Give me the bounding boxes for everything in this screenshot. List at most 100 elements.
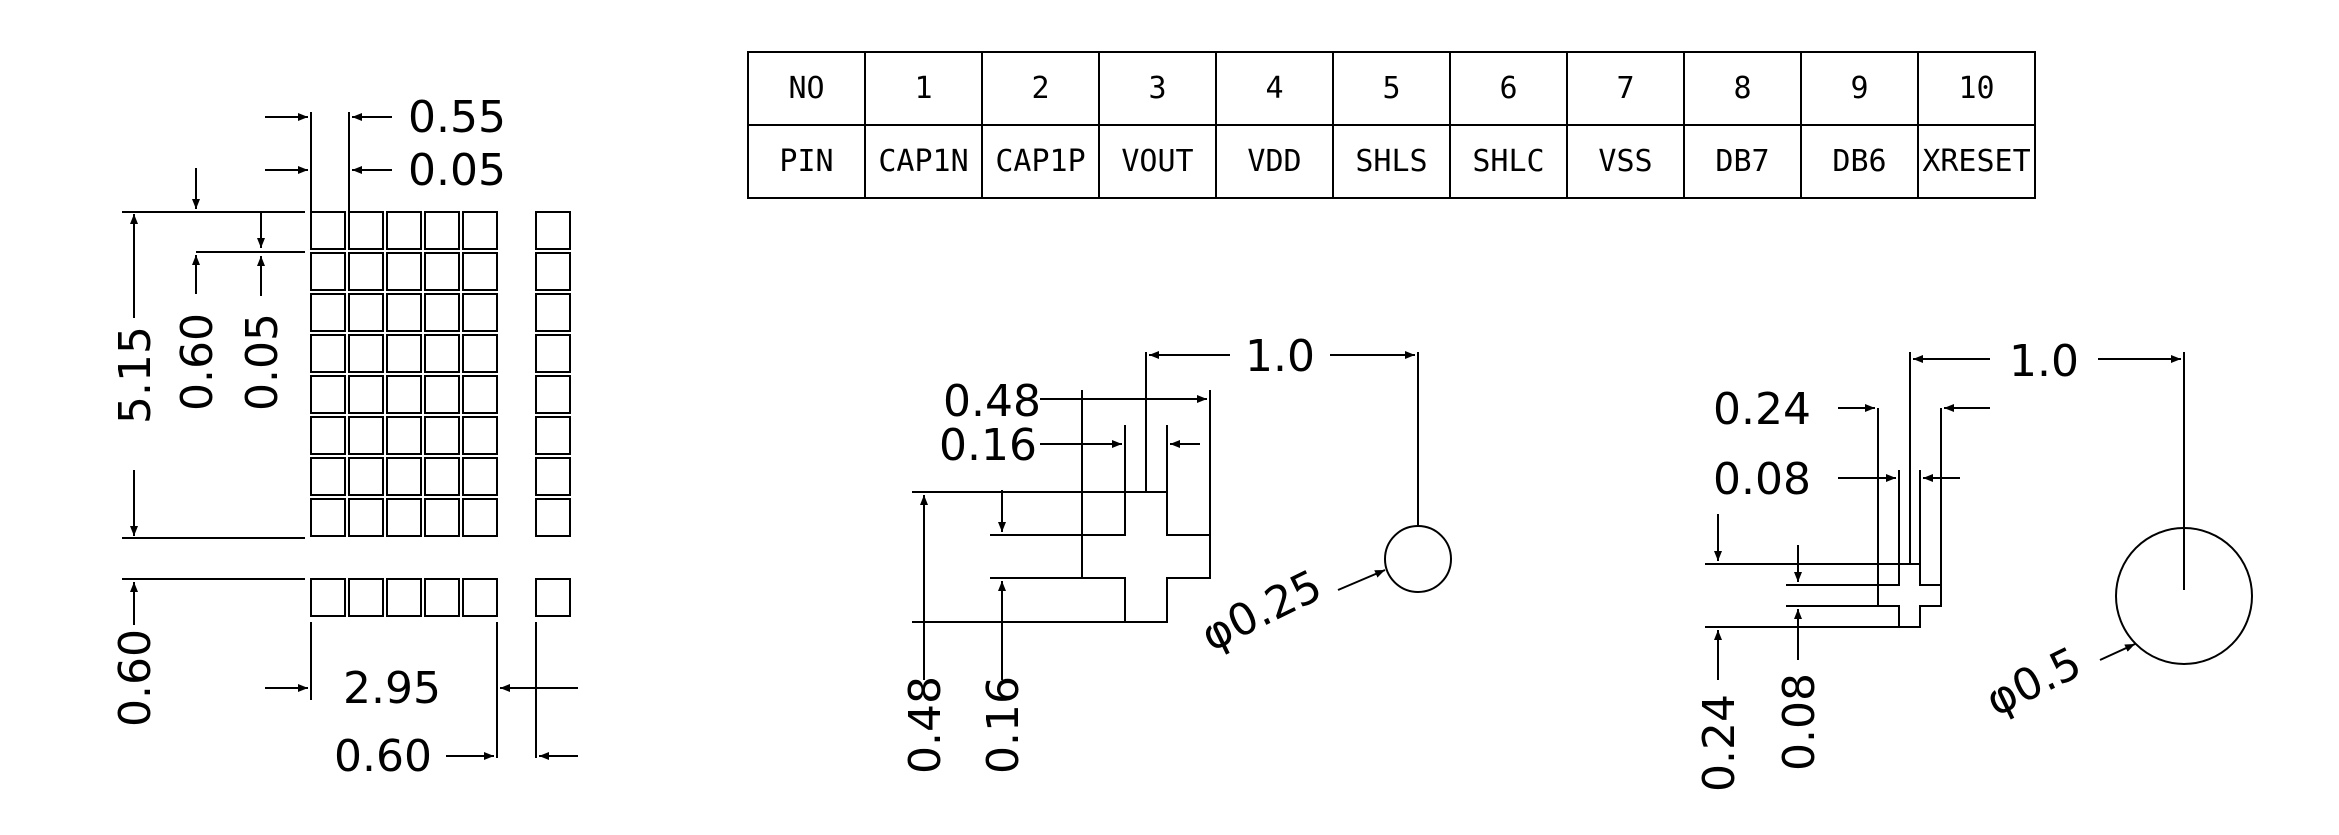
matrix-dot bbox=[462, 457, 498, 496]
dim-width: 0.24 bbox=[1713, 384, 1811, 435]
matrix-dot bbox=[310, 211, 346, 250]
dim-circle-diameter: φ0.5 bbox=[1978, 637, 2089, 726]
dim-distance: 1.0 bbox=[1245, 331, 1315, 382]
dim-cursor-offset: 0.60 bbox=[334, 731, 432, 782]
matrix-dot bbox=[424, 211, 460, 250]
matrix-dot bbox=[462, 375, 498, 414]
alignment-circle bbox=[1384, 525, 1452, 593]
cursor-dot bbox=[348, 578, 384, 617]
dot-matrix-labels: 0.55 0.05 5.15 0.60 0.05 0.60 2.95 0.60 bbox=[110, 92, 506, 782]
pin-name-cell: SHLS bbox=[1332, 124, 1451, 199]
pin-number-cell: 7 bbox=[1566, 51, 1685, 126]
dim-arm-height: 0.08 bbox=[1774, 673, 1825, 771]
cross-mark-2-figure bbox=[1705, 352, 2253, 680]
matrix-dot bbox=[386, 334, 422, 373]
column-dot bbox=[535, 252, 571, 291]
pin-name-cell: VOUT bbox=[1098, 124, 1217, 199]
matrix-dot bbox=[310, 252, 346, 291]
header-cell-no: NO bbox=[747, 51, 866, 126]
pin-name-cell: XRESET bbox=[1917, 124, 2036, 199]
dim-circle-diameter: φ0.25 bbox=[1193, 560, 1330, 662]
matrix-dot bbox=[310, 457, 346, 496]
pin-name-cell: CAP1P bbox=[981, 124, 1100, 199]
pin-number-cell: 6 bbox=[1449, 51, 1568, 126]
matrix-dot bbox=[424, 252, 460, 291]
matrix-dot bbox=[424, 457, 460, 496]
matrix-dot bbox=[386, 375, 422, 414]
dim-arm-width: 0.16 bbox=[939, 420, 1037, 471]
matrix-dot bbox=[424, 416, 460, 455]
pin-name-cell: VDD bbox=[1215, 124, 1334, 199]
pin-number-cell: 2 bbox=[981, 51, 1100, 126]
matrix-dot bbox=[424, 293, 460, 332]
pin-number-cell: 10 bbox=[1917, 51, 2036, 126]
matrix-dot bbox=[310, 416, 346, 455]
matrix-dot bbox=[348, 416, 384, 455]
cross-mark-shape bbox=[1081, 491, 1211, 623]
matrix-dot bbox=[424, 334, 460, 373]
column-dot bbox=[535, 293, 571, 332]
pin-name-cell: DB7 bbox=[1683, 124, 1802, 199]
matrix-dot bbox=[310, 498, 346, 537]
matrix-dot bbox=[462, 416, 498, 455]
dim-gap-width: 0.05 bbox=[408, 145, 506, 196]
matrix-dot bbox=[462, 293, 498, 332]
matrix-dot bbox=[310, 293, 346, 332]
pin-assignment-table: NO 1 2 3 4 5 6 7 8 9 10 PIN CAP1N CAP1P … bbox=[747, 51, 2036, 199]
pin-number-cell: 3 bbox=[1098, 51, 1217, 126]
dim-height: 0.24 bbox=[1694, 694, 1745, 792]
matrix-dot bbox=[386, 211, 422, 250]
pin-name-row: PIN CAP1N CAP1P VOUT VDD SHLS SHLC VSS D… bbox=[747, 124, 2036, 199]
matrix-dot bbox=[386, 416, 422, 455]
dot-matrix-figure bbox=[122, 112, 578, 760]
pin-number-row: NO 1 2 3 4 5 6 7 8 9 10 bbox=[747, 51, 2036, 126]
column-dot bbox=[535, 211, 571, 250]
pin-name-cell: SHLC bbox=[1449, 124, 1568, 199]
dot-grid bbox=[310, 211, 571, 617]
column-dot bbox=[535, 457, 571, 496]
matrix-dot bbox=[386, 293, 422, 332]
dim-distance: 1.0 bbox=[2009, 336, 2079, 387]
cursor-dot bbox=[462, 578, 498, 617]
matrix-dot bbox=[348, 293, 384, 332]
pin-name-cell: CAP1N bbox=[864, 124, 983, 199]
matrix-dot bbox=[462, 252, 498, 291]
matrix-dot bbox=[348, 252, 384, 291]
cross-mark-shape bbox=[1877, 563, 1942, 628]
cross-mark-1-figure bbox=[912, 351, 1452, 680]
matrix-dot bbox=[310, 334, 346, 373]
dim-gap-height: 0.05 bbox=[237, 313, 288, 411]
dim-arm-height: 0.16 bbox=[978, 676, 1029, 774]
matrix-dot bbox=[462, 498, 498, 537]
matrix-dot bbox=[348, 457, 384, 496]
dim-pitch-height: 0.60 bbox=[172, 313, 223, 411]
pin-name-cell: VSS bbox=[1566, 124, 1685, 199]
matrix-dot bbox=[462, 211, 498, 250]
dim-pitch-width: 0.55 bbox=[408, 92, 506, 143]
cursor-dot bbox=[424, 578, 460, 617]
pin-name-cell: DB6 bbox=[1800, 124, 1919, 199]
matrix-dot bbox=[348, 211, 384, 250]
matrix-dot bbox=[310, 375, 346, 414]
column-dot bbox=[535, 334, 571, 373]
pin-number-cell: 8 bbox=[1683, 51, 1802, 126]
pin-number-cell: 9 bbox=[1800, 51, 1919, 126]
matrix-dot bbox=[348, 334, 384, 373]
column-dot bbox=[535, 416, 571, 455]
cursor-dot bbox=[386, 578, 422, 617]
matrix-dot bbox=[386, 498, 422, 537]
cursor-dot bbox=[535, 578, 571, 617]
matrix-dot bbox=[386, 457, 422, 496]
header-cell-pin: PIN bbox=[747, 124, 866, 199]
matrix-dot bbox=[386, 252, 422, 291]
pin-number-cell: 1 bbox=[864, 51, 983, 126]
dim-width: 0.48 bbox=[943, 376, 1041, 427]
pin-number-cell: 4 bbox=[1215, 51, 1334, 126]
column-dot bbox=[535, 498, 571, 537]
dim-cursor-height: 0.60 bbox=[110, 629, 161, 727]
pin-number-cell: 5 bbox=[1332, 51, 1451, 126]
dim-total-height: 5.15 bbox=[110, 326, 161, 424]
matrix-dot bbox=[462, 334, 498, 373]
matrix-dot bbox=[424, 375, 460, 414]
